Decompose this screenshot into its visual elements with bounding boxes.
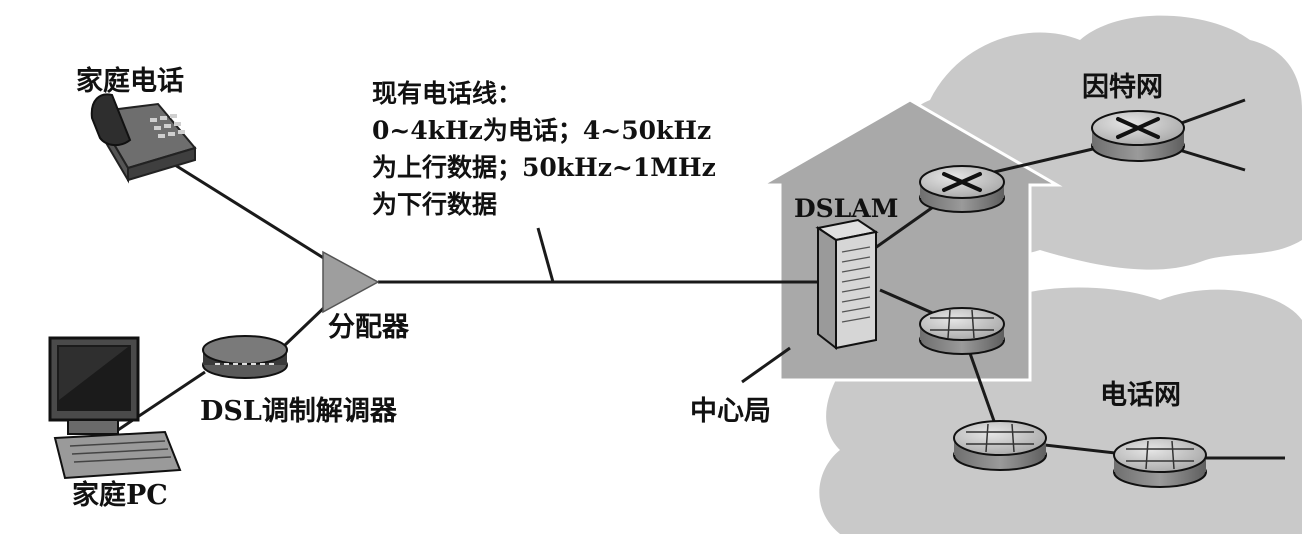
phone-line-note: 现有电话线： 0~4kHz为电话；4~50kHz 为上行数据；50kHz~1MH… [372,75,716,223]
telephone-icon [90,93,197,184]
home-phone-label: 家庭电话 [76,66,184,97]
dsl-modem-icon [202,335,288,379]
phone-switch-icon-2 [953,420,1047,471]
dslam-label: DSLAM [794,194,899,223]
telephone-network-label: 电话网 [1100,380,1181,411]
phone-line-note-line-1: 现有电话线： [372,79,523,108]
pc-to-modem-line [114,370,206,434]
phone-to-splitter-line [174,163,331,264]
central-office-label: 中心局 [690,396,771,427]
dsl-modem-label: DSL调制解调器 [200,396,397,427]
splitter-icon [322,250,380,314]
note-pointer-line [536,227,555,283]
internet-core-router-icon [1091,110,1185,162]
central-office-pointer-line [741,346,791,384]
computer-icon [48,336,182,480]
phone-switch-icon-3 [1113,437,1207,488]
phone-line-note-line-3: 为上行数据；50kHz~1MHz [372,153,716,182]
phone-line-note-line-2: 0~4kHz为电话；4~50kHz [372,116,712,145]
phone-switch-icon [919,307,1005,355]
internet-router-icon [919,165,1005,213]
splitter-label: 分配器 [328,312,409,343]
home-pc-label: 家庭PC [72,480,168,511]
dslam-icon [815,218,879,351]
phone-line-note-line-4: 为下行数据 [372,190,498,219]
internet-label: 因特网 [1082,72,1163,103]
